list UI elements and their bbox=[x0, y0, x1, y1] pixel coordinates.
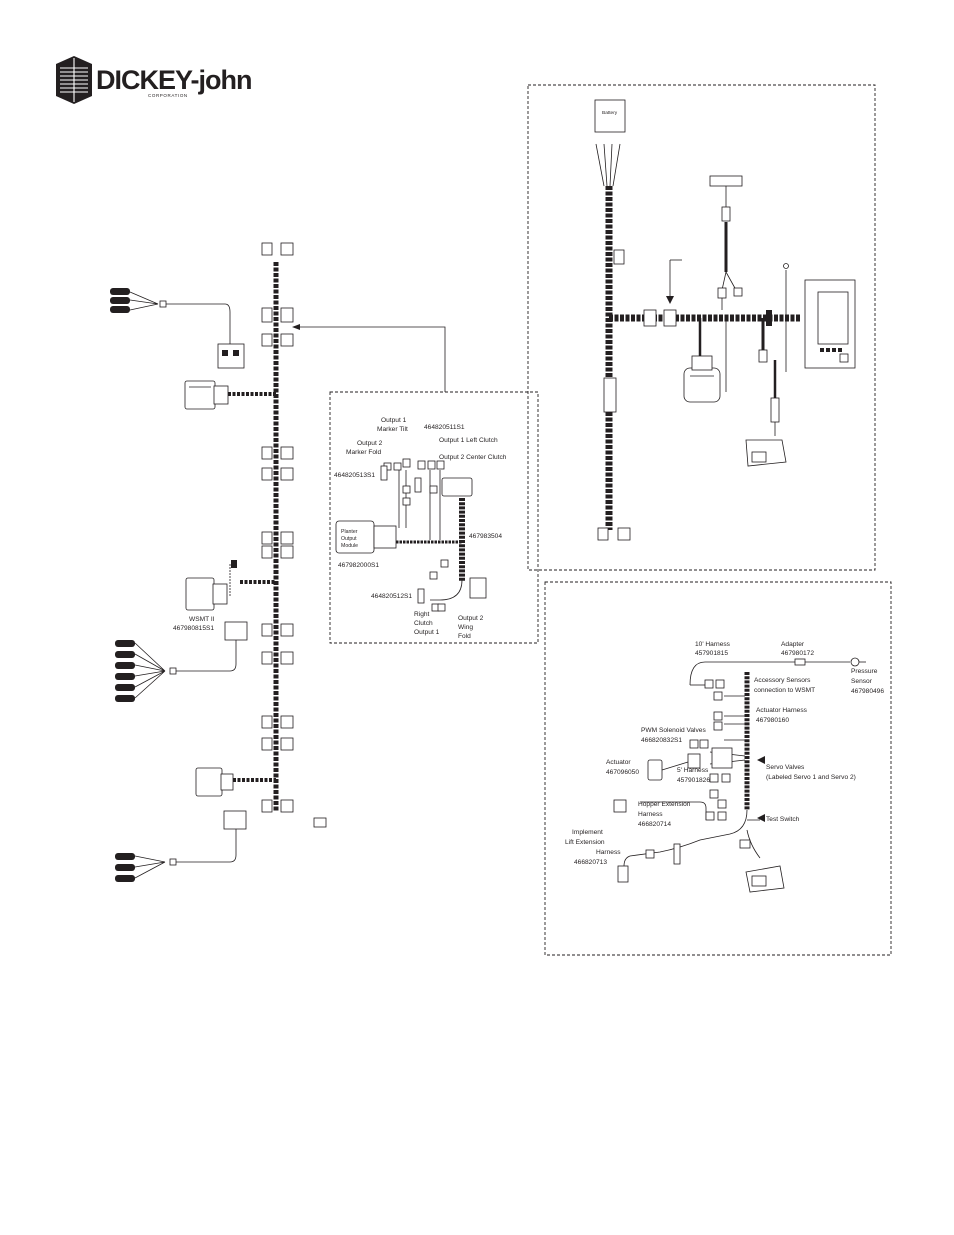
sensor-icon bbox=[115, 621, 248, 702]
implement-lift-line1: Implement bbox=[572, 829, 603, 836]
accessory-sensors-line2: connection to WSMT bbox=[754, 687, 815, 694]
part-464820513s1: 464820513S1 bbox=[334, 472, 375, 479]
sensor-icon bbox=[110, 288, 231, 344]
pwm-valves-label: PWM Solenoid Valves bbox=[641, 727, 706, 734]
implement-lift-line2: Lift Extension bbox=[565, 839, 605, 846]
hopper-ext-line2: Harness bbox=[638, 811, 663, 818]
wing-fold-line1: Output 2 bbox=[458, 615, 484, 622]
right-clutch-line3: Output 1 bbox=[414, 629, 440, 636]
adapter-part: 467980172 bbox=[781, 650, 814, 657]
output1-marker-tilt-line2: Marker Tilt bbox=[377, 426, 408, 433]
part-467983504: 467983504 bbox=[469, 533, 502, 540]
harness-5-label: 5' Harness bbox=[677, 767, 709, 774]
hydraulic-panel bbox=[544, 581, 892, 956]
output2-marker-fold-line2: Marker Fold bbox=[346, 449, 382, 456]
right-clutch-line2: Clutch bbox=[414, 620, 433, 627]
part-464820511s1: 464820511S1 bbox=[424, 424, 465, 431]
part-467982000s1: 467982000S1 bbox=[338, 562, 379, 569]
module-icon bbox=[185, 560, 237, 611]
planter-harness bbox=[380, 458, 487, 612]
pressure-sensor-line2: Sensor bbox=[851, 678, 873, 685]
test-switch-label: Test Switch bbox=[766, 816, 800, 823]
servo-valves-label: Servo Valves bbox=[766, 764, 805, 771]
adapter-label: Adapter bbox=[781, 641, 805, 648]
actuator-part: 467096050 bbox=[606, 769, 639, 776]
module-icon bbox=[683, 355, 721, 403]
hopper-ext-part: 466820714 bbox=[638, 821, 671, 828]
harness-10-part: 457901815 bbox=[695, 650, 728, 657]
brand-name: DICKEY-john bbox=[96, 65, 252, 95]
brand-subtitle: CORPORATION bbox=[148, 93, 188, 98]
actuator-label: Actuator bbox=[606, 759, 631, 766]
actuator-harness-label: Actuator Harness bbox=[756, 707, 808, 714]
output1-marker-tilt-line1: Output 1 bbox=[381, 417, 407, 424]
power-panel bbox=[527, 84, 876, 571]
servo-valves-note: (Labeled Servo 1 and Servo 2) bbox=[766, 774, 856, 781]
pwm-valves-part: 466820832S1 bbox=[641, 737, 682, 744]
accessory-sensors-line1: Accessory Sensors bbox=[754, 677, 811, 684]
implement-lift-part: 466820713 bbox=[574, 859, 607, 866]
output2-center-clutch: Output 2 Center Clutch bbox=[439, 454, 507, 461]
module-label-line2: Output bbox=[341, 536, 357, 542]
module-label-line3: Module bbox=[341, 543, 358, 549]
planter-output-panel bbox=[329, 391, 539, 644]
module-icon bbox=[335, 520, 397, 554]
main-harness: WSMT II 467980815S1 bbox=[110, 242, 446, 882]
part-464820512s1: 464820512S1 bbox=[371, 593, 412, 600]
power-harness bbox=[595, 143, 800, 541]
wsmt-label: WSMT II bbox=[189, 616, 215, 623]
wing-fold-line2: Wing bbox=[458, 624, 473, 631]
connector-icon bbox=[745, 865, 785, 893]
right-clutch-line1: Right bbox=[414, 611, 430, 618]
pressure-sensor-part: 467980496 bbox=[851, 688, 884, 695]
harness-5-part: 457901826 bbox=[677, 777, 710, 784]
module-icon bbox=[184, 380, 229, 410]
battery-label: Battery bbox=[602, 110, 618, 116]
output1-left-clutch: Output 1 Left Clutch bbox=[439, 437, 498, 444]
hopper-ext-line1: Hopper Extension bbox=[638, 801, 691, 808]
sensor-icon bbox=[115, 810, 247, 882]
connector-icon bbox=[745, 439, 787, 467]
output2-marker-fold-line1: Output 2 bbox=[357, 440, 383, 447]
pressure-sensor-line1: Pressure bbox=[851, 668, 878, 675]
module-label-line1: Planter bbox=[341, 529, 358, 535]
wsmt-part: 467980815S1 bbox=[173, 625, 214, 632]
battery-icon bbox=[594, 99, 626, 133]
hydraulic-harness bbox=[613, 657, 866, 883]
harness-10-label: 10' Harness bbox=[695, 641, 731, 648]
connector-icon bbox=[217, 343, 245, 369]
implement-lift-line3: Harness bbox=[596, 849, 621, 856]
wing-fold-line3: Fold bbox=[458, 633, 471, 640]
brand-logo-icon bbox=[56, 56, 92, 104]
actuator-harness-part: 467980160 bbox=[756, 717, 789, 724]
module-icon bbox=[195, 767, 234, 797]
display-monitor-icon bbox=[804, 279, 856, 369]
